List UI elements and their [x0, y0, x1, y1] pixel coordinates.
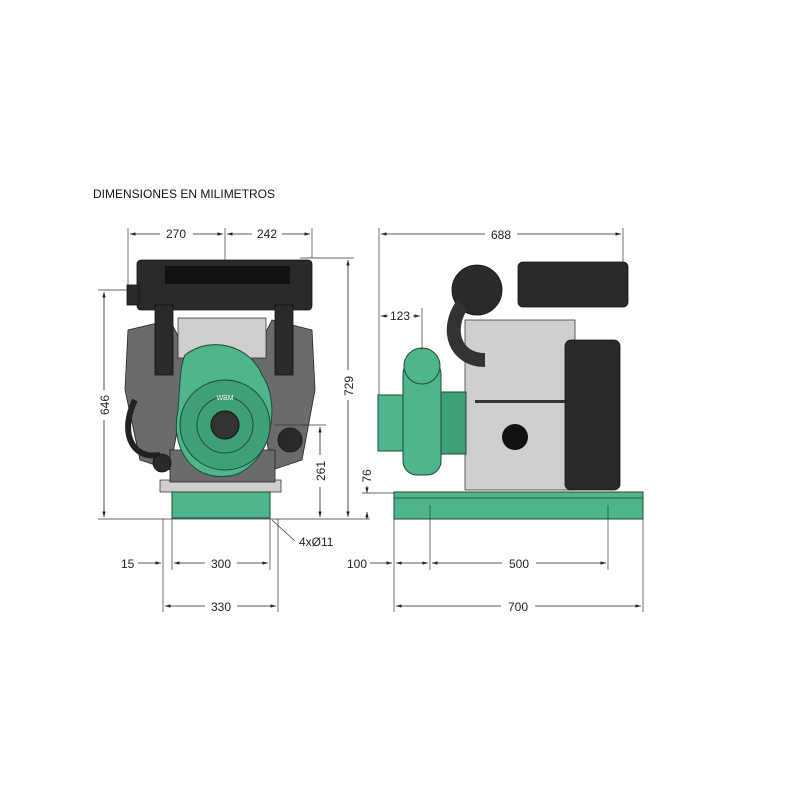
filter: [152, 453, 172, 473]
engine-pulley: [502, 424, 528, 450]
fuel-tank: [517, 261, 629, 308]
dim-242: 242: [257, 227, 277, 241]
dim-hole-spec: 4xØ11: [299, 535, 334, 549]
air-filter: [451, 264, 503, 316]
front-view-dimensions: 270 242 646 729 261 4xØ11 15 300 330: [98, 227, 370, 614]
dim-123: 123: [390, 309, 410, 323]
impeller: [210, 410, 240, 440]
dim-76: 76: [360, 469, 374, 483]
engine-block: [464, 319, 576, 491]
dim-646: 646: [98, 395, 112, 415]
dim-729: 729: [342, 376, 356, 396]
intake-pipe: [446, 301, 486, 367]
dim-261: 261: [314, 461, 328, 481]
dim-688: 688: [491, 228, 511, 242]
flywheel-housing: [564, 339, 621, 491]
muffler-grille: [165, 266, 290, 284]
dim-15: 15: [121, 557, 135, 571]
side-view-engine-pump: [377, 261, 644, 520]
dim-300: 300: [211, 557, 231, 571]
dim-100: 100: [347, 557, 367, 571]
fuel-hose: [125, 398, 161, 459]
exhaust-pipe-right: [274, 304, 294, 376]
exhaust-pipe-left: [154, 304, 174, 376]
dim-500: 500: [509, 557, 529, 571]
dim-270: 270: [166, 227, 186, 241]
drawing-title: DIMENSIONES EN MILIMETROS: [93, 187, 275, 201]
dim-330: 330: [211, 600, 231, 614]
front-view-engine-pump: WBM: [124, 259, 316, 519]
dim-700: 700: [508, 600, 528, 614]
muffler-end: [126, 284, 140, 306]
brand-logo: WBM: [216, 395, 233, 402]
side-view-dimensions: 688 123 76 100 500 700: [347, 228, 644, 614]
starter: [277, 427, 303, 453]
pump-outlet: [403, 347, 441, 385]
front-base-frame: [171, 491, 271, 519]
side-base-frame: [393, 491, 644, 520]
pump-adapter: [440, 391, 467, 455]
